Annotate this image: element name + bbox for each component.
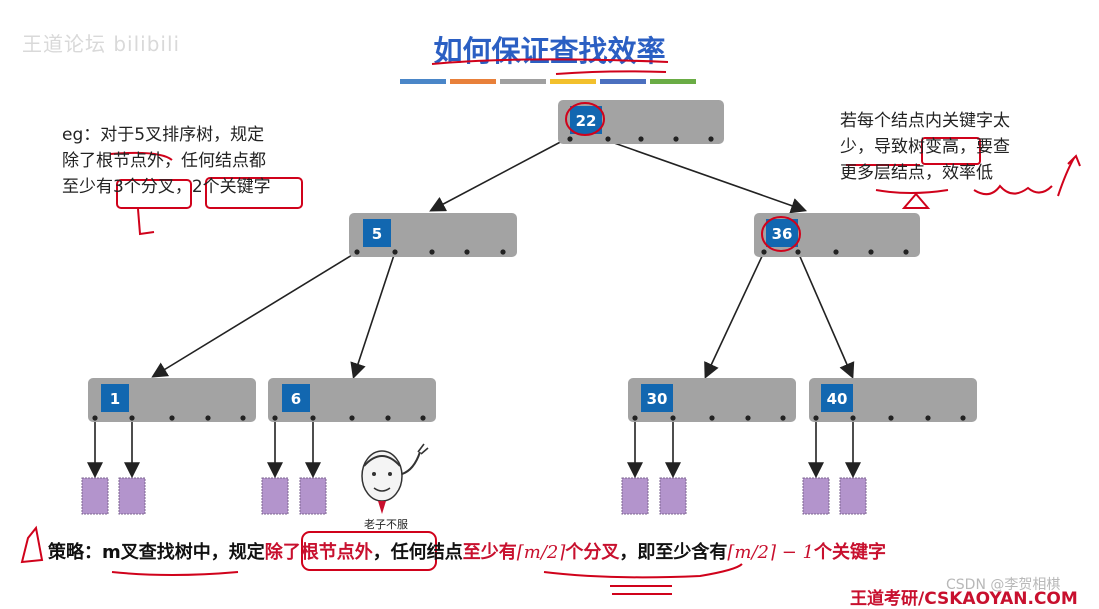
box-tree-taller: [921, 137, 981, 165]
note-right-line: 若每个结点内关键字太: [840, 111, 1010, 131]
edge-5-6: [350, 251, 396, 380]
node-root-key: 22: [576, 112, 597, 130]
leaf-node: [659, 477, 687, 515]
node-1-key: 1: [110, 390, 120, 408]
meme-caption: 老子不服: [364, 518, 408, 531]
note-left-line: 除了根节点外，任何结点都: [62, 151, 266, 171]
title-bar-segment: [450, 79, 496, 84]
title-bar-segment: [650, 79, 696, 84]
node-6-key: 6: [291, 390, 301, 408]
csdn-watermark: CSDN @李贺相棋: [946, 577, 1061, 593]
leaf-node: [802, 477, 830, 515]
note-right-line: 更多层结点，效率低: [840, 163, 993, 183]
strategy-part: ，即至少含有: [619, 542, 728, 563]
title-bar-segment: [550, 79, 596, 84]
slide-title: 如何保证查找效率: [433, 34, 666, 68]
strategy-part: m叉查找树中: [102, 542, 211, 563]
strategy-marker: [20, 525, 44, 564]
title-color-bar: [400, 79, 696, 84]
node-root: 22: [558, 100, 724, 144]
strategy-highlight: 个分叉: [565, 542, 620, 563]
footer-brand: 王道考研/CSKAOYAN.COM: [850, 589, 1078, 609]
edge-36-30: [704, 251, 765, 379]
title-bar-segment: [400, 79, 446, 84]
strategy-part: ，规定: [210, 542, 265, 563]
handwritten-annotations: [20, 58, 1081, 595]
leaf-node: [621, 477, 649, 515]
note-right-line: 少，导致树变高，要查: [840, 137, 1010, 157]
strategy-highlight: 至少有: [462, 542, 517, 563]
root-key-circle: [565, 102, 605, 136]
title-underline: [431, 58, 669, 65]
node-6: 6: [268, 378, 436, 422]
key36-circle: [761, 216, 801, 252]
box-except-root: [301, 531, 437, 571]
title-bar-segment: [600, 79, 646, 84]
leaf-node: [118, 477, 146, 515]
edge-5-1: [151, 251, 358, 378]
node-40-key: 40: [827, 390, 848, 408]
box-2-keys: [205, 177, 303, 209]
title-bar-segment: [500, 79, 546, 84]
strategy-part: ，任何结点: [372, 542, 463, 563]
node-36-key: 36: [772, 225, 793, 243]
note-left-line: 至少有3个分叉，2个关键字: [62, 177, 271, 197]
strategy-formula: ⌈m/2⌉: [516, 542, 566, 563]
strategy-highlight: 除了根节点外: [264, 542, 373, 563]
node-30: 30: [628, 378, 796, 422]
edge-root-5: [429, 137, 569, 212]
leaf-node: [839, 477, 867, 515]
leaf-node: [261, 477, 289, 515]
tree-edges: [87, 137, 861, 479]
node-30-key: 30: [647, 390, 668, 408]
edge-root-36: [599, 137, 808, 214]
node-5-key: 5: [372, 225, 382, 243]
meme-face-icon: [361, 443, 429, 514]
node-5: 5: [349, 213, 517, 257]
strategy-line: 策略：m叉查找树中，规定除了根节点外，任何结点至少有⌈m/2⌉个分叉，即至少含有…: [48, 538, 886, 564]
leaf-nodes: [81, 477, 867, 515]
note-left-line: eg：对于5叉排序树，规定: [62, 125, 265, 145]
leaf-node: [299, 477, 327, 515]
edge-36-40: [797, 251, 855, 379]
box-3-branches: [116, 179, 192, 209]
strategy-highlight: 个关键字: [814, 542, 887, 563]
node-40: 40: [809, 378, 977, 422]
node-1: 1: [88, 378, 256, 422]
watermark: 王道论坛 bilibili: [22, 32, 181, 56]
note-left: eg：对于5叉排序树，规定 除了根节点外，任何结点都 至少有3个分叉，2个关键字: [62, 122, 322, 200]
leaf-node: [81, 477, 109, 515]
strategy-formula: ⌈m/2⌉ − 1: [727, 542, 815, 563]
note-right: 若每个结点内关键字太 少，导致树变高，要查 更多层结点，效率低: [840, 108, 1055, 186]
strategy-prefix: 策略：: [48, 542, 102, 563]
